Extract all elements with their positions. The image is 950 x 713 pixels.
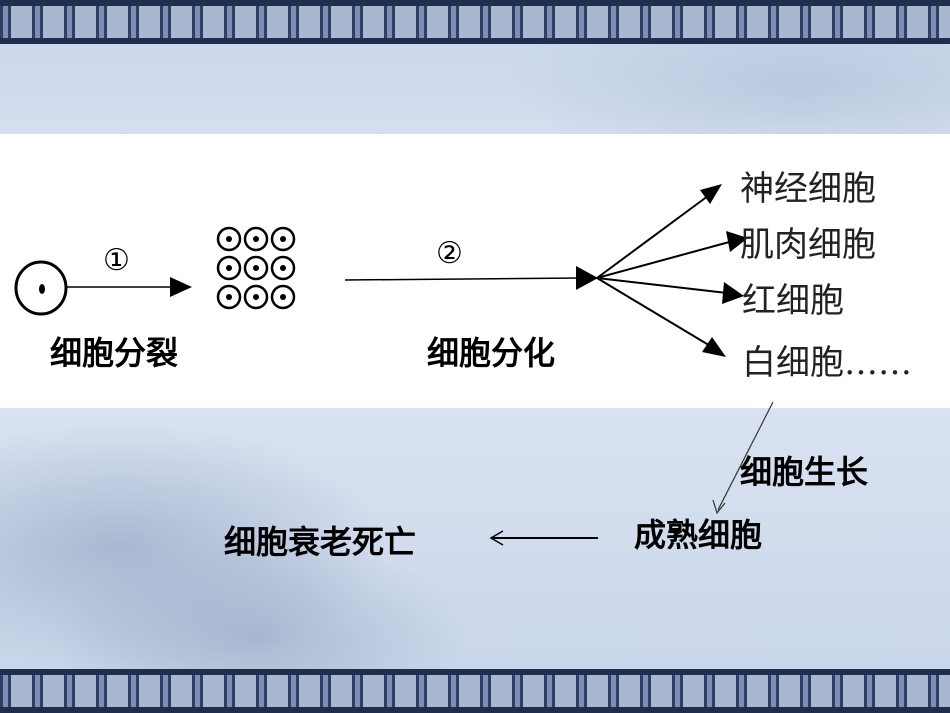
cell-type-red-blood: 红细胞	[742, 281, 844, 321]
division-arrow-head	[170, 277, 192, 297]
background-wash-top	[0, 44, 950, 134]
growth-arrow-head	[712, 499, 726, 515]
step2-marker: ②	[436, 236, 463, 271]
label-cell-differentiation: 细胞分化	[427, 334, 555, 372]
growth-arrow	[717, 401, 774, 511]
label-cell-division: 细胞分裂	[50, 334, 178, 372]
diagram-panel	[0, 134, 950, 408]
differentiation-arrow	[344, 277, 581, 281]
step1-marker: ①	[103, 243, 130, 278]
differentiation-arrow-head	[576, 266, 598, 290]
cell-cluster	[216, 226, 296, 310]
decorative-top-border	[0, 0, 950, 44]
label-cell-aging-death: 细胞衰老死亡	[224, 523, 416, 561]
single-cell	[14, 260, 68, 316]
branch-arrows	[596, 184, 748, 357]
aging-arrow-head	[489, 530, 504, 546]
cell-type-white-blood: 白细胞……	[742, 343, 912, 383]
label-cell-growth: 细胞生长	[740, 453, 868, 491]
decorative-bottom-border	[0, 669, 950, 713]
cell-type-neuron: 神经细胞	[740, 169, 876, 209]
background-wall-image	[0, 408, 950, 669]
label-mature-cell: 成熟细胞	[634, 516, 762, 554]
cell-type-muscle: 肌肉细胞	[740, 225, 876, 265]
